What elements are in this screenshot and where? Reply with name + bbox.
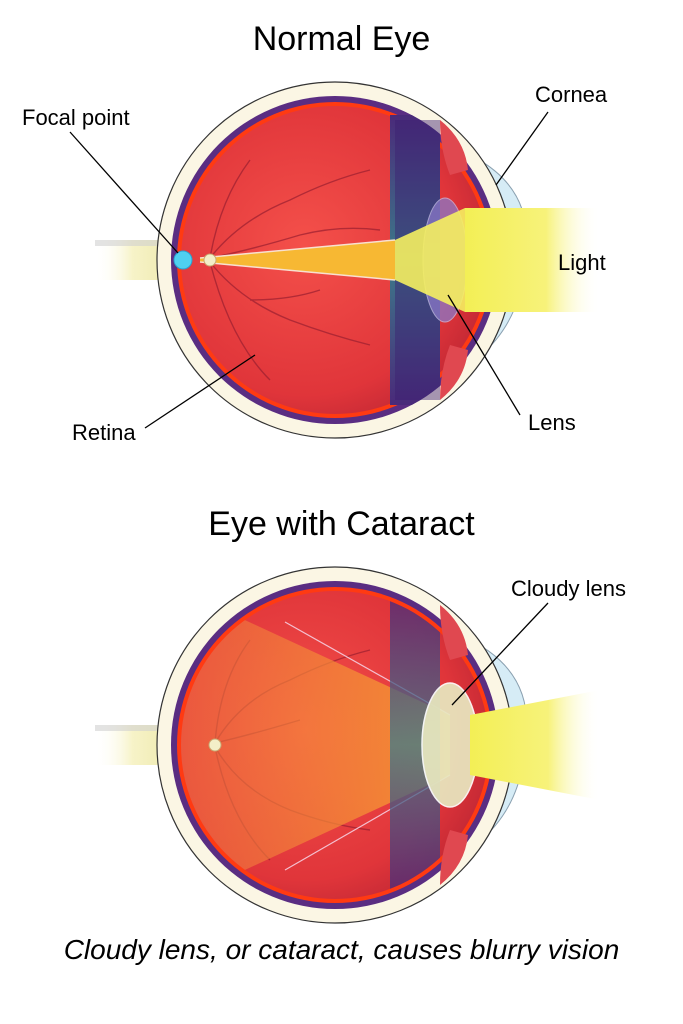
label-focal-point: Focal point (22, 105, 130, 130)
cornea-leader (495, 111, 549, 186)
retina-leader (144, 354, 256, 429)
cataract-eye-title: Eye with Cataract (208, 505, 475, 543)
focal-point-icon (173, 250, 193, 270)
lens-leader (447, 294, 521, 416)
label-light: Light (558, 250, 606, 275)
label-cloudy-lens: Cloudy lens (511, 576, 626, 601)
label-cornea: Cornea (535, 82, 608, 107)
label-lens: Lens (528, 410, 576, 435)
normal-eye-title: Normal Eye (252, 20, 431, 58)
figure-caption: Cloudy lens, or cataract, causes blurry … (63, 934, 620, 965)
normal-eye (69, 81, 600, 439)
light-beam-icon (470, 690, 600, 800)
cloudy-lens-icon (421, 682, 479, 808)
cataract-eye (95, 566, 600, 924)
label-retina: Retina (72, 420, 136, 445)
focal-point-leader (69, 131, 179, 254)
cloudy-lens-leader (451, 602, 549, 706)
light-beam-icon (465, 208, 600, 312)
